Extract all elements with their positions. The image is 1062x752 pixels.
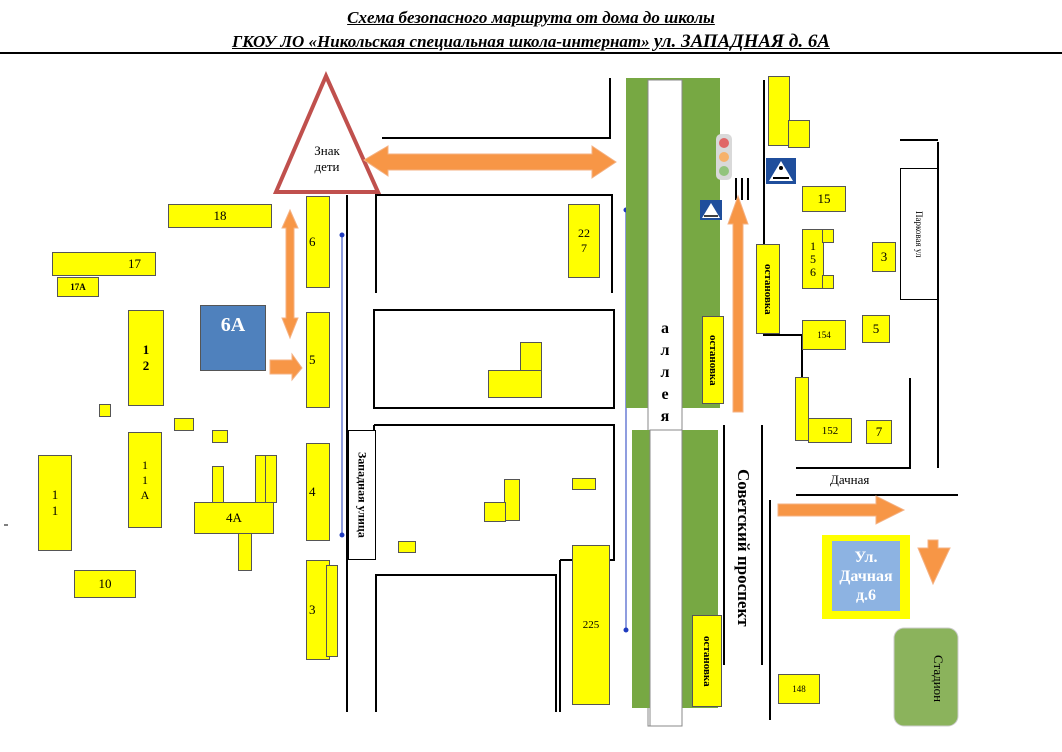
- building-3-right: 3: [872, 242, 896, 272]
- building-lower-tower: [504, 479, 520, 521]
- crosswalk-sign-icon: [766, 158, 796, 184]
- map-subtitle: ГКОУ ЛО «Никольская специальная школа-ин…: [232, 31, 830, 52]
- bus-stop-1: остановка: [702, 316, 724, 404]
- title-divider: [0, 52, 1062, 54]
- building-15: 15: [802, 186, 846, 212]
- building-middle-base: [488, 370, 542, 398]
- building-10: 10: [74, 570, 136, 598]
- building-4a-wing-left: [212, 466, 224, 504]
- building-4a-wing-bottom: [238, 533, 252, 571]
- traffic-light-icon: [716, 134, 732, 180]
- crosswalk-sign-small-icon: [700, 200, 722, 220]
- building-7-right: 7: [866, 420, 892, 444]
- building-small-3: [212, 430, 228, 443]
- building-152: 152: [808, 418, 852, 443]
- building-152-wing: [795, 377, 809, 441]
- building-middle-tower: [520, 342, 542, 372]
- building-lower-base: [484, 502, 506, 522]
- building-156-wing-top: [822, 229, 834, 243]
- building-17: 17: [52, 252, 156, 276]
- map-title: Схема безопасного маршрута от дома до шк…: [347, 8, 715, 27]
- building-5-right: 5: [862, 315, 890, 343]
- building-18: 18: [168, 204, 272, 228]
- building-lower-small: [572, 478, 596, 490]
- street-label-parkovaya: Парковая ул: [900, 168, 938, 300]
- building-3-wing: [326, 565, 338, 657]
- building-6: 6: [306, 196, 330, 288]
- street-label-dachnaya: Дачная: [830, 472, 870, 487]
- building-top-right-tower: [768, 76, 790, 146]
- stadium-shape: [893, 627, 959, 727]
- building-4: 4: [306, 443, 330, 541]
- building-17a: 17А: [57, 277, 99, 297]
- building-5: 5: [306, 312, 330, 408]
- bus-stop-2: остановка: [756, 244, 780, 334]
- building-156-wing-bottom: [822, 275, 834, 289]
- building-154: 154: [802, 320, 846, 350]
- building-small-1: [99, 404, 111, 417]
- bus-stop-3: остановка: [692, 615, 722, 707]
- building-4a: 4А: [194, 502, 274, 534]
- children-sign-triangle: [272, 71, 382, 194]
- street-label-zapadnaya: Западная улица: [348, 430, 376, 560]
- building-4a-wing-right-2: [265, 455, 277, 503]
- building-small-2: [174, 418, 194, 431]
- building-lower-tiny: [398, 541, 416, 553]
- street-label-sovetsky: Советский проспект: [726, 432, 760, 664]
- building-top-right-base: [788, 120, 810, 148]
- building-225: 225: [572, 545, 610, 705]
- home-building-6a: 6А: [200, 305, 266, 371]
- stadium-label: Стадион: [931, 655, 946, 703]
- building-148: 148: [778, 674, 820, 704]
